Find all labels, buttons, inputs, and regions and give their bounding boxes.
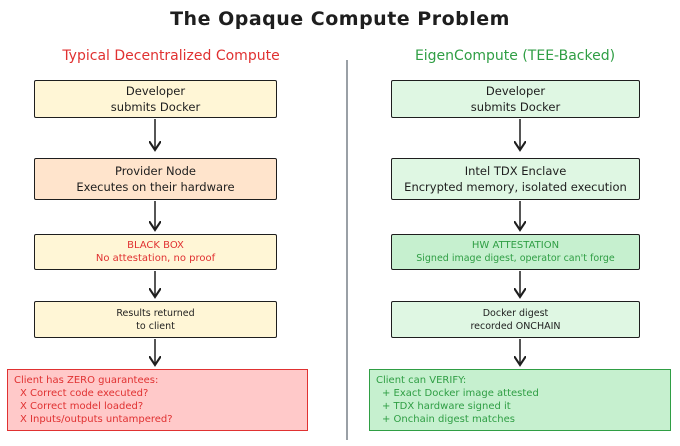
- left-guarantee-item: X Correct code executed?: [20, 388, 149, 399]
- right-column-heading: EigenCompute (TEE-Backed): [414, 48, 616, 64]
- left-provider-line1: Provider Node: [114, 164, 197, 178]
- right-onchain-box: Docker digest recorded ONCHAIN: [391, 301, 640, 338]
- left-guarantees-heading: Client has ZERO guarantees:: [14, 375, 159, 386]
- right-tdx-enclave-box: Intel TDX Enclave Encrypted memory, isol…: [391, 158, 640, 200]
- left-results-line2: to client: [136, 320, 175, 332]
- left-developer-box: Developer submits Docker: [34, 80, 277, 118]
- left-provider-node-box: Provider Node Executes on their hardware: [34, 158, 277, 200]
- left-column-heading: Typical Decentralized Compute: [62, 48, 280, 64]
- right-developer-line2: submits Docker: [470, 100, 561, 114]
- left-guarantees-box: Client has ZERO guarantees: X Correct co…: [7, 369, 308, 431]
- left-guarantee-item: X Inputs/outputs untampered?: [20, 414, 173, 425]
- right-tdx-line1: Intel TDX Enclave: [464, 164, 567, 178]
- black-box-subtext: No attestation, no proof: [95, 253, 216, 264]
- hw-attestation-subtext: Signed image digest, operator can't forg…: [416, 253, 615, 264]
- hw-attestation-heading: HW ATTESTATION: [471, 240, 560, 251]
- right-developer-line1: Developer: [485, 84, 546, 98]
- right-developer-box: Developer submits Docker: [391, 80, 640, 118]
- left-guarantee-item: X Correct model loaded?: [20, 401, 144, 412]
- left-developer-line2: submits Docker: [110, 100, 201, 114]
- right-onchain-line2: recorded ONCHAIN: [470, 320, 561, 332]
- black-box-heading: BLACK BOX: [127, 240, 184, 251]
- right-tdx-line2: Encrypted memory, isolated execution: [404, 180, 627, 194]
- left-results-box: Results returned to client: [34, 301, 277, 338]
- right-verify-heading: Client can VERIFY:: [376, 375, 467, 386]
- left-results-line1: Results returned: [116, 307, 195, 319]
- right-hw-attestation-box: HW ATTESTATION Signed image digest, oper…: [391, 234, 640, 270]
- right-verify-item: + TDX hardware signed it: [382, 401, 511, 412]
- right-verify-item: + Exact Docker image attested: [382, 388, 539, 399]
- left-provider-line2: Executes on their hardware: [76, 180, 235, 194]
- left-developer-line1: Developer: [125, 84, 186, 98]
- column-divider: [346, 60, 348, 440]
- diagram-title: The Opaque Compute Problem: [170, 8, 510, 30]
- right-onchain-line1: Docker digest: [482, 307, 549, 319]
- left-black-box: BLACK BOX No attestation, no proof: [34, 234, 277, 270]
- right-verify-box: Client can VERIFY: + Exact Docker image …: [369, 369, 671, 431]
- right-verify-item: + Onchain digest matches: [382, 414, 515, 425]
